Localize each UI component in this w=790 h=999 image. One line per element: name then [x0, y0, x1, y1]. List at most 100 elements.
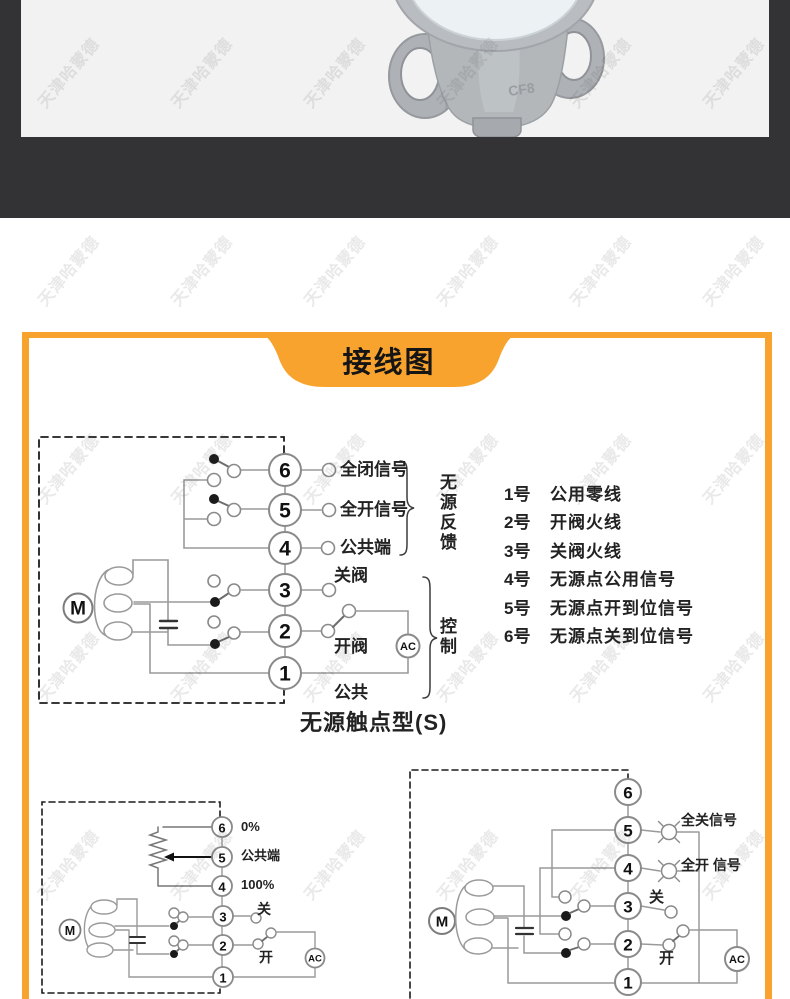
lamp-diagram: AC M	[409, 769, 750, 999]
capacitor	[129, 936, 146, 944]
contact-dot	[210, 597, 220, 607]
terminal-1: 1	[279, 663, 291, 686]
product-photo: CF8	[21, 0, 769, 137]
pot-dashed-enclosure	[41, 801, 221, 994]
label-open: 开	[659, 950, 675, 967]
contact-dot	[561, 948, 571, 958]
legend-row: 2号开阀火线	[504, 507, 694, 536]
label-open: 开	[259, 949, 273, 965]
main-terminals: 6 5 4 3 2 1	[268, 453, 302, 690]
terminal-3: 3	[219, 910, 226, 925]
contact-dot	[561, 911, 571, 921]
lamp-terminals: 6 5 4 3 2 1	[614, 778, 642, 996]
legend-num: 3号	[504, 541, 531, 561]
terminal-3: 3	[279, 580, 291, 603]
terminal-1: 1	[219, 971, 226, 986]
label-common-end: 公共端	[340, 538, 391, 557]
label-close-valve: 关阀	[334, 566, 368, 585]
cast-mark: CF8	[507, 79, 536, 99]
legend-row: 6号无源点关到位信号	[504, 621, 694, 650]
terminal-6: 6	[623, 784, 632, 803]
group-label-control: 控制	[437, 617, 456, 657]
product-photo-graphic: CF8	[388, 0, 605, 137]
top-photo-band: CF8	[0, 0, 790, 218]
label-full-open-signal: 全开信号	[340, 500, 408, 519]
legend-num: 5号	[504, 598, 531, 618]
label-100-percent: 100%	[241, 877, 275, 892]
legend-num: 4号	[504, 570, 531, 590]
legend-row: 1号公用零线	[504, 478, 694, 507]
terminal-3: 3	[623, 898, 632, 917]
bottom-stem	[472, 117, 522, 137]
legend-desc: 开阀火线	[550, 513, 622, 533]
legend-desc: 关阀火线	[550, 541, 622, 561]
motor	[428, 907, 456, 935]
ac-source	[304, 947, 326, 969]
legend-desc: 无源点关到位信号	[550, 627, 694, 647]
label-full-open-signal: 全开 信号	[681, 857, 741, 873]
terminal-legend: 1号公用零线 2号开阀火线 3号关阀火线 4号无源点公用信号 5号无源点开到位信…	[504, 478, 694, 649]
white-dome	[412, 0, 578, 41]
contact-dot	[170, 922, 178, 930]
label-common: 公共	[334, 683, 368, 702]
terminal-2: 2	[219, 939, 226, 954]
terminal-5: 5	[623, 822, 632, 841]
legend-row: 4号无源点公用信号	[504, 564, 694, 593]
terminal-2: 2	[623, 936, 632, 955]
diagram-caption: 无源触点型(S)	[300, 710, 448, 735]
lamp-dashed-enclosure	[409, 769, 629, 999]
contact-dot	[209, 454, 219, 464]
ac-label: AC	[308, 954, 322, 965]
label-close: 关	[649, 889, 665, 906]
label-full-close-signal: 全闭信号	[340, 460, 408, 479]
wiper-arrow	[164, 852, 174, 862]
motor-label: M	[65, 924, 75, 938]
contact-dot	[210, 639, 220, 649]
motor	[58, 918, 82, 942]
legend-num: 2号	[504, 513, 531, 533]
control-brace	[422, 576, 438, 699]
legend-num: 6号	[504, 627, 531, 647]
legend-num: 1号	[504, 484, 531, 504]
terminal-1: 1	[623, 974, 632, 993]
legend-row: 3号关阀火线	[504, 535, 694, 564]
contact-dot	[170, 950, 178, 958]
ac-source	[724, 946, 750, 972]
pot-diagram: AC M 6	[41, 801, 326, 994]
terminal-6: 6	[218, 821, 225, 836]
label-full-close-signal: 全关信号	[681, 812, 737, 828]
section-title: 接线图	[342, 347, 436, 379]
motor-label: M	[436, 914, 449, 931]
terminal-4: 4	[279, 538, 291, 561]
label-open-valve: 开阀	[334, 637, 368, 656]
motor	[62, 592, 94, 624]
lamp-full-open	[657, 859, 681, 883]
label-close: 关	[257, 901, 271, 917]
ac-label: AC	[729, 954, 745, 966]
terminal-5: 5	[279, 500, 291, 523]
ac-label: AC	[400, 641, 416, 653]
main-diagram: AC M	[38, 436, 438, 704]
label-common-end: 公共端	[241, 848, 281, 863]
terminal-4: 4	[218, 880, 226, 895]
motor-label: M	[70, 599, 86, 620]
legend-desc: 无源点开到位信号	[550, 598, 694, 618]
wiring-banner	[253, 332, 525, 388]
group-label-feedback: 无源反馈	[437, 473, 456, 553]
legend-desc: 无源点公用信号	[550, 570, 676, 590]
label-0-percent: 0%	[241, 819, 260, 834]
banner-shape	[253, 332, 525, 387]
terminal-5: 5	[218, 851, 225, 866]
main-dashed-enclosure	[38, 436, 285, 704]
legend-desc: 公用零线	[550, 484, 622, 504]
terminal-6: 6	[279, 460, 291, 483]
capacitor	[514, 926, 535, 936]
legend-row: 5号无源点开到位信号	[504, 592, 694, 621]
terminal-4: 4	[623, 860, 633, 879]
terminal-2: 2	[279, 621, 291, 644]
capacitor	[158, 619, 179, 630]
feedback-brace	[399, 460, 415, 556]
pot-terminals: 6 5 4 3 2 1	[211, 816, 234, 988]
lamp-full-close	[657, 820, 681, 844]
